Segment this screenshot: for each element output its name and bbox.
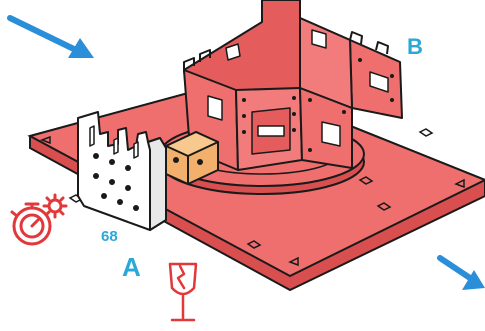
part-a-label: A xyxy=(122,252,141,283)
part-number: 68 xyxy=(101,228,118,245)
part-b-label: B xyxy=(407,34,423,60)
arrow-out-icon xyxy=(440,258,485,290)
arrow-in-icon xyxy=(10,18,94,58)
fragile-glass-icon xyxy=(170,264,196,320)
stopwatch-gear-icon xyxy=(12,195,66,244)
